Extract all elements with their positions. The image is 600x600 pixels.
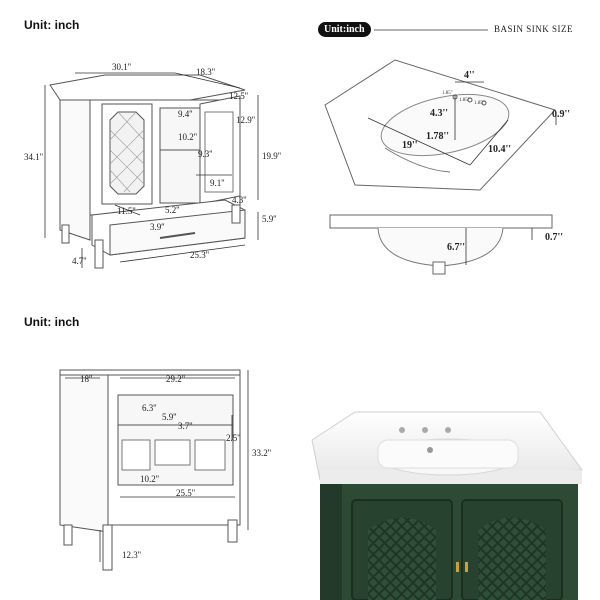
dim-total-height: 33.2'' — [252, 448, 271, 458]
unit-label-bottom: Unit: inch — [24, 315, 80, 329]
dim-shelf-a: 5.9'' — [162, 412, 177, 422]
dim-drawer-width: 11.5'' — [117, 206, 136, 216]
dim-side-height: 19.9'' — [262, 151, 281, 161]
dim-shelf-gap: 2.5'' — [226, 433, 241, 443]
dim-hole-b: 1.85'' — [459, 98, 470, 103]
dim-inner-width: 10.2'' — [178, 132, 197, 142]
dim-leg-height: 4.7'' — [72, 256, 87, 266]
dim-front-width: 29.2'' — [166, 374, 185, 384]
dim-inner-width-b: 25.5'' — [176, 488, 195, 498]
dim-edge-thickness: 0.9'' — [552, 109, 571, 120]
dim-drawer-length: 25.3'' — [190, 250, 209, 260]
dim-basin-length: 19'' — [402, 140, 418, 151]
dim-leg-height-b: 12.3'' — [122, 550, 141, 560]
dim-top-offset: 9.4'' — [178, 109, 193, 119]
dim-bowl-depth: 6.7'' — [447, 242, 466, 253]
dim-shelf-height-b: 6.3'' — [142, 403, 157, 413]
dim-side-depth: 18'' — [80, 374, 93, 384]
dim-door-open: 12.5'' — [229, 91, 248, 101]
dim-shelf-b: 3.7'' — [178, 421, 193, 431]
dim-shelf-width: 9.1'' — [210, 178, 225, 188]
title-rule-line — [374, 29, 488, 31]
dim-lip: 0.7'' — [545, 232, 564, 243]
unit-pill: Unit:inch — [318, 22, 371, 37]
dim-width-total: 30.1'' — [112, 62, 131, 72]
dim-drawer-depth: 3.9'' — [150, 222, 165, 232]
dim-drawer-height: 5.2'' — [165, 205, 180, 215]
dim-shelf-depth: 9.3'' — [198, 149, 213, 159]
dim-shelf-height: 12.9'' — [236, 115, 255, 125]
basin-side-view — [329, 214, 553, 275]
dim-hole-spacing: 4'' — [464, 70, 475, 81]
dim-hole-a: 1.85'' — [442, 91, 453, 96]
dim-front-depth: 4.3'' — [430, 108, 449, 119]
dim-height-total: 34.1'' — [24, 152, 43, 162]
dim-drawer-side: 5.9'' — [262, 214, 277, 224]
cabinet-drawing-back — [59, 369, 249, 571]
dim-hole-c: 1.85'' — [474, 101, 485, 106]
dim-lower-width: 10.2'' — [140, 474, 159, 484]
dim-basin-width: 10.4'' — [488, 144, 512, 155]
dim-faucet-offset: 1.78'' — [426, 131, 450, 142]
basin-title: BASIN SINK SIZE — [494, 24, 574, 34]
basin-top-view — [324, 59, 557, 191]
dim-foot-side: 4.3'' — [232, 195, 247, 205]
unit-label-top: Unit: inch — [24, 18, 80, 32]
cabinet-drawing-open — [44, 72, 259, 269]
dim-depth-total: 18.3'' — [196, 67, 215, 77]
